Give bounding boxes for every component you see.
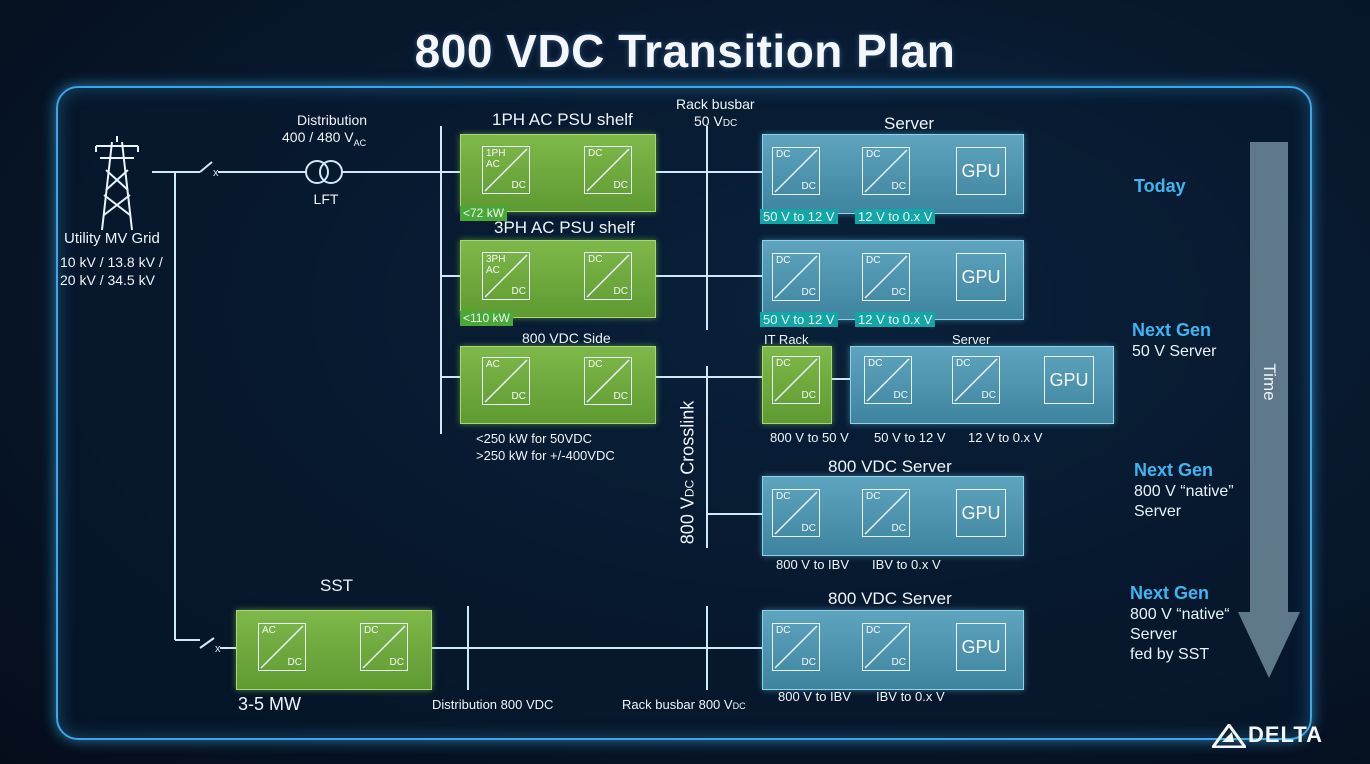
distribution-label: Distribution <box>296 112 368 128</box>
server3-title: Server <box>952 332 991 347</box>
psu1-power-tag: <72 kW <box>460 206 508 221</box>
server1-gpu: GPU <box>956 147 1006 195</box>
time-arrow-icon <box>1238 142 1300 678</box>
sidecar-unit <box>460 346 656 424</box>
grid-label: Utility MV Grid <box>64 230 160 247</box>
lft-label: LFT <box>313 191 339 207</box>
svg-text:x: x <box>215 643 221 655</box>
server5-stage-2: IBV to 0.x V <box>876 689 945 704</box>
server4-stage-1: 800 V to IBV <box>776 557 849 572</box>
distribution-800v-label: Distribution 800 VDC <box>432 697 554 712</box>
it-rack-label: IT Rack <box>764 332 809 347</box>
server5-stage-1: 800 V to IBV <box>778 689 851 704</box>
server3-gpu: GPU <box>1044 356 1094 404</box>
server4-gpu: GPU <box>956 489 1006 537</box>
sidecar-note-2: >250 kW for +/-400VDC <box>476 448 615 463</box>
psu3-title: 3PH AC PSU shelf <box>494 218 635 237</box>
server2-tag-2: 12 V to 0.x V <box>855 312 936 327</box>
server3-stage-3: 12 V to 0.x V <box>968 430 1043 445</box>
grid-voltages-2: 20 kV / 34.5 kV <box>60 272 155 288</box>
rack-busbar-800v-label: Rack busbar 800 VDC <box>622 697 746 712</box>
server2-tag-1: 50 V to 12 V <box>760 312 838 327</box>
server2-gpu: GPU <box>956 253 1006 301</box>
it-rack <box>762 346 832 424</box>
delta-logo-icon <box>1212 724 1246 748</box>
transmission-tower-icon <box>95 136 139 231</box>
sst-rating: 3-5 MW <box>238 694 301 714</box>
psu1-shelf <box>460 134 656 212</box>
grid-voltages-1: 10 kV / 13.8 kV / <box>60 254 163 270</box>
sidecar-note-1: <250 kW for 50VDC <box>476 431 592 446</box>
crosslink-label: 800 VDC Crosslink <box>677 400 698 545</box>
psu3-power-tag: <110 kW <box>460 311 513 326</box>
sst-title: SST <box>320 576 354 595</box>
server1-tag-1: 50 V to 12 V <box>760 209 838 224</box>
page-title: 800 VDC Transition Plan <box>414 25 956 77</box>
era-today: Today <box>1134 176 1186 196</box>
rack-busbar-voltage: 50 VDC <box>694 113 738 129</box>
time-label: Time <box>1260 363 1279 401</box>
server3-stage-1: 800 V to 50 V <box>770 430 849 445</box>
psu3-shelf <box>460 240 656 318</box>
server1-tag-2: 12 V to 0.x V <box>855 209 936 224</box>
server1-title: Server <box>884 114 935 133</box>
delta-logo-text: DELTA <box>1248 722 1324 747</box>
svg-text:x: x <box>213 167 219 179</box>
server4-stage-2: IBV to 0.x V <box>872 557 941 572</box>
server5-title: 800 VDC Server <box>828 589 952 608</box>
sidecar-title: 800 VDC Side <box>522 330 611 346</box>
distribution-voltage: 400 / 480 VAC <box>282 129 367 148</box>
server3-stage-2: 50 V to 12 V <box>874 430 946 445</box>
psu1-title: 1PH AC PSU shelf <box>492 110 633 129</box>
rack-busbar-label: Rack busbar <box>676 96 755 112</box>
server4-title: 800 VDC Server <box>828 457 952 476</box>
server5-gpu: GPU <box>956 623 1006 671</box>
server3 <box>850 346 1114 424</box>
